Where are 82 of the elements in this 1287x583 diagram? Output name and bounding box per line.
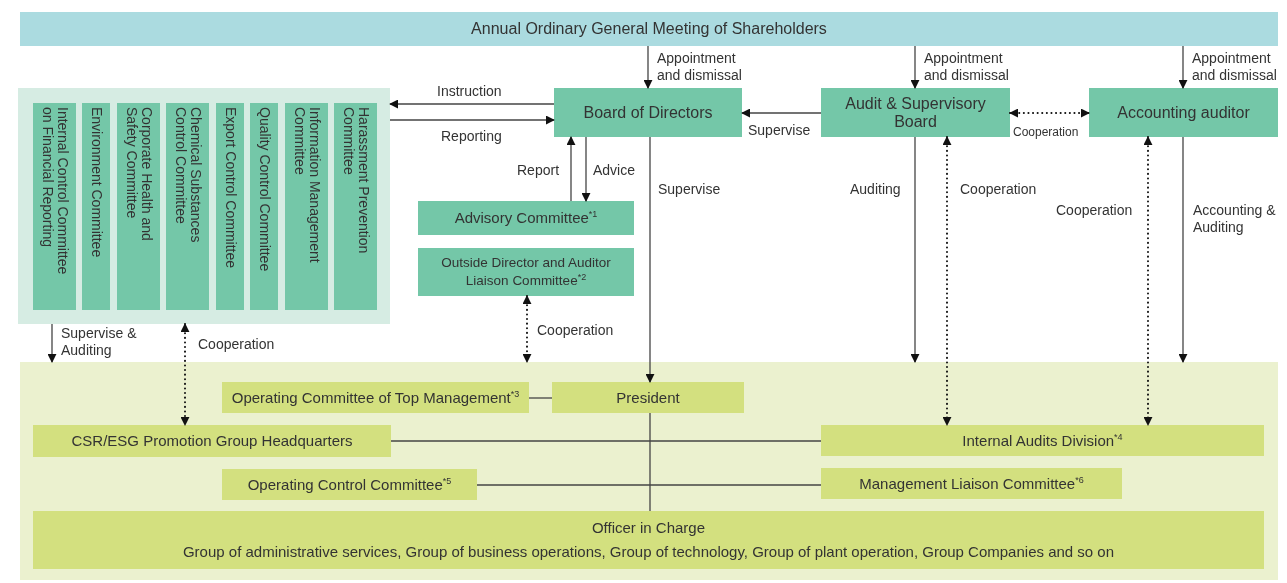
arrow — [910, 136, 920, 363]
edge-label: Cooperation — [960, 181, 1037, 198]
box-title: Board of Directors — [583, 103, 713, 122]
edge-label: Accounting & Auditing — [1193, 202, 1277, 236]
committee-box — [33, 511, 1264, 569]
arrow — [1178, 45, 1188, 89]
edge-label: Appointment and dismissal — [924, 50, 1010, 84]
arrow — [1178, 136, 1188, 363]
arrow — [643, 45, 653, 89]
arrow — [389, 115, 555, 125]
committee-box — [552, 382, 744, 413]
box-title: Management Liaison Committee$^{*6}$ — [859, 474, 1084, 493]
box-title: Annual Ordinary General Meeting of Shareholders — [471, 20, 827, 38]
panel-background — [18, 88, 390, 324]
connector-line — [649, 412, 651, 512]
dotted-arrow — [522, 295, 532, 363]
box-title: Outside Director and Auditor Liaison Committee$^{*2}$ — [440, 254, 612, 290]
committee-box — [33, 103, 76, 310]
box-title: Export Control Committee — [222, 107, 238, 269]
box-title: Environment Committee — [88, 107, 104, 258]
committee-box — [334, 103, 377, 310]
box-title: Accounting auditor — [1117, 103, 1250, 122]
committee-box — [33, 425, 391, 457]
arrow — [741, 108, 822, 118]
box-title: Advisory Committee$^{*1}$ — [454, 209, 598, 227]
edge-label: Instruction — [437, 83, 502, 100]
box-title: Quality Control Committee — [256, 107, 272, 272]
committee-box — [82, 103, 110, 310]
committee-box — [418, 248, 634, 296]
committee-box — [1089, 88, 1278, 137]
arrow — [645, 136, 655, 383]
arrow — [581, 136, 591, 202]
header-bar — [20, 12, 1278, 46]
edge-label: Cooperation — [1013, 124, 1079, 141]
connector-line — [528, 397, 553, 399]
box-title: Operating Control Committee$^{*5}$ — [247, 475, 452, 494]
box-title: Audit & Supervisory Board — [844, 94, 987, 131]
arrow — [389, 99, 555, 109]
box-title: Information Management Committee — [291, 107, 322, 265]
edge-label: Cooperation — [1056, 202, 1133, 219]
edge-label: Supervise — [658, 181, 721, 198]
edge-label: Appointment and dismissal — [657, 50, 743, 84]
box-title: Chemical Substances Control Committee — [172, 107, 203, 245]
edge-label: Report — [517, 162, 560, 179]
dotted-arrow — [1009, 108, 1090, 118]
committee-box — [418, 201, 634, 235]
edge-label: Reporting — [441, 128, 502, 145]
edge-label: Cooperation — [198, 336, 275, 353]
panel-background — [20, 362, 1278, 580]
edge-label: Supervise — [748, 122, 811, 139]
arrow — [47, 323, 57, 363]
box-title: Officer in Charge — [591, 519, 706, 537]
box-title: Harassment Prevention Committee — [340, 107, 371, 256]
committee-box — [222, 382, 529, 413]
committee-box — [821, 88, 1010, 137]
dotted-arrow — [180, 323, 190, 426]
committee-box — [554, 88, 742, 137]
edge-label: Auditing — [850, 181, 901, 198]
committee-box — [222, 469, 477, 500]
committee-box — [216, 103, 244, 310]
box-description: Group of administrative services, Group of business operations, Group of technology, Group of plant operation, Group Companies and so on — [182, 543, 1115, 561]
box-title: CSR/ESG Promotion Group Headquarters — [71, 432, 353, 450]
committee-box — [821, 425, 1264, 456]
box-title: Operating Committee of Top Management$^{*3}$ — [231, 388, 520, 407]
edge-label: Advice — [593, 162, 636, 179]
connector-line — [476, 484, 822, 486]
edge-label: Supervise & Auditing — [61, 325, 138, 359]
edge-label: Cooperation — [537, 322, 614, 339]
committee-box — [117, 103, 160, 310]
committee-box — [821, 468, 1122, 499]
committee-box — [166, 103, 209, 310]
edge-label: Appointment and dismissal — [1192, 50, 1278, 84]
committee-box — [250, 103, 278, 310]
arrow — [566, 136, 576, 202]
committee-box — [285, 103, 328, 310]
box-title: President — [616, 388, 680, 407]
dotted-arrow — [1143, 136, 1153, 426]
connector-line — [390, 440, 822, 442]
box-title: Internal Audits Division$^{*4}$ — [962, 431, 1123, 450]
dotted-arrow — [942, 136, 952, 426]
box-title: Internal Control Committee on Financial Reporting — [39, 107, 70, 277]
arrow — [910, 45, 920, 89]
